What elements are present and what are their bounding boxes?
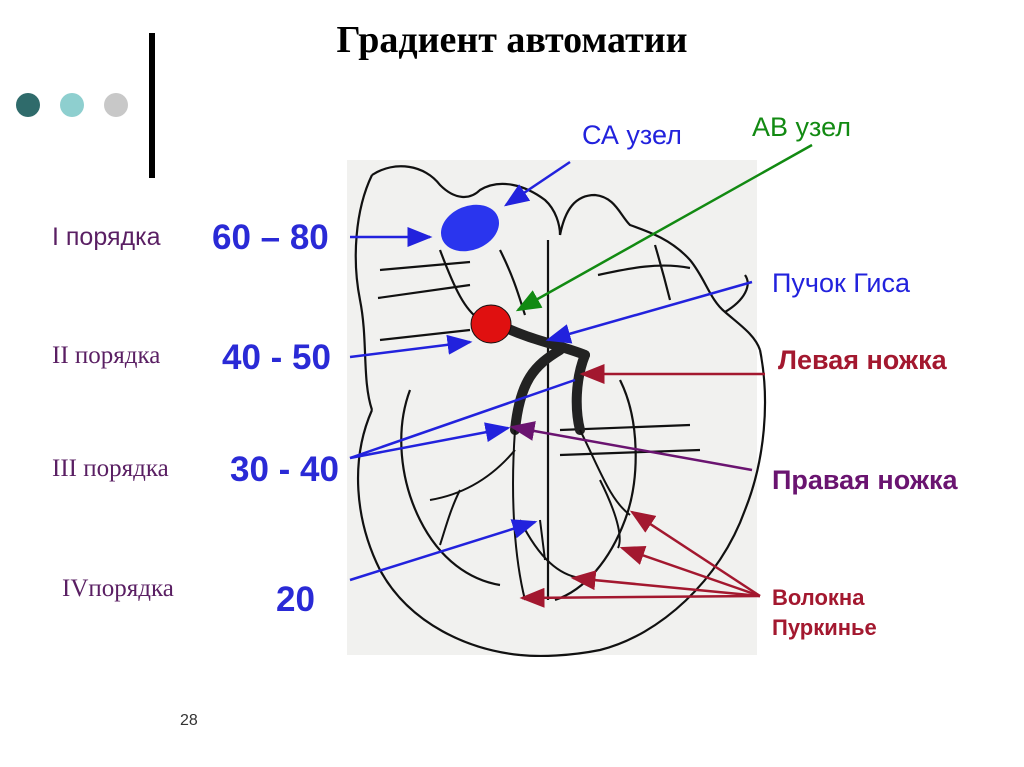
- heart-outline: [354, 165, 767, 658]
- scan-background: [347, 160, 757, 655]
- right-branch-label: Правая ножка: [772, 465, 958, 495]
- his-bundle-label: Пучок Гиса: [772, 268, 911, 298]
- purkinje-label-line1: Волокна: [772, 585, 865, 610]
- arrow-av-node: [515, 143, 813, 312]
- arrow-right-branch: [509, 421, 753, 472]
- order3-rate: 30 - 40: [230, 450, 339, 489]
- decor-dot-teal: [60, 93, 84, 117]
- page-number: 28: [180, 712, 198, 729]
- order3-label: III порядка: [52, 455, 169, 482]
- arrow-sa-node: [503, 160, 571, 207]
- av-node-label: АВ узел: [752, 112, 851, 142]
- order4-rate: 20: [276, 580, 315, 619]
- arrow-his-bundle: [545, 280, 753, 344]
- arrow-purkinje1: [629, 510, 761, 598]
- sa-node-marker: [440, 204, 500, 252]
- order4-label: IVпорядка: [62, 575, 174, 602]
- left-branch-label: Левая ножка: [778, 345, 947, 375]
- arrow-order3b: [349, 422, 511, 460]
- order1-label: I порядка: [52, 223, 161, 251]
- page-title: Градиент автоматии: [336, 19, 688, 61]
- arrow-purkinje2: [619, 545, 761, 598]
- arrow-order2: [349, 334, 473, 359]
- order2-label: II порядка: [52, 342, 161, 369]
- arrow-purkinje4: [519, 587, 761, 608]
- order2-rate: 40 - 50: [222, 338, 331, 377]
- conduction-branches: [429, 429, 631, 601]
- decor-vertical-bar: [149, 33, 155, 178]
- arrow-purkinje3: [570, 570, 761, 598]
- arrow-order3a: [349, 378, 576, 460]
- decor-dot-gray: [104, 93, 128, 117]
- sa-node-label: СА узел: [582, 120, 682, 150]
- order1-rate: 60 – 80: [212, 218, 329, 257]
- av-node-marker: [470, 304, 512, 344]
- decor-dot-dark: [16, 93, 40, 117]
- arrow-order4: [349, 519, 538, 582]
- purkinje-label-line2: Пуркинье: [772, 615, 877, 640]
